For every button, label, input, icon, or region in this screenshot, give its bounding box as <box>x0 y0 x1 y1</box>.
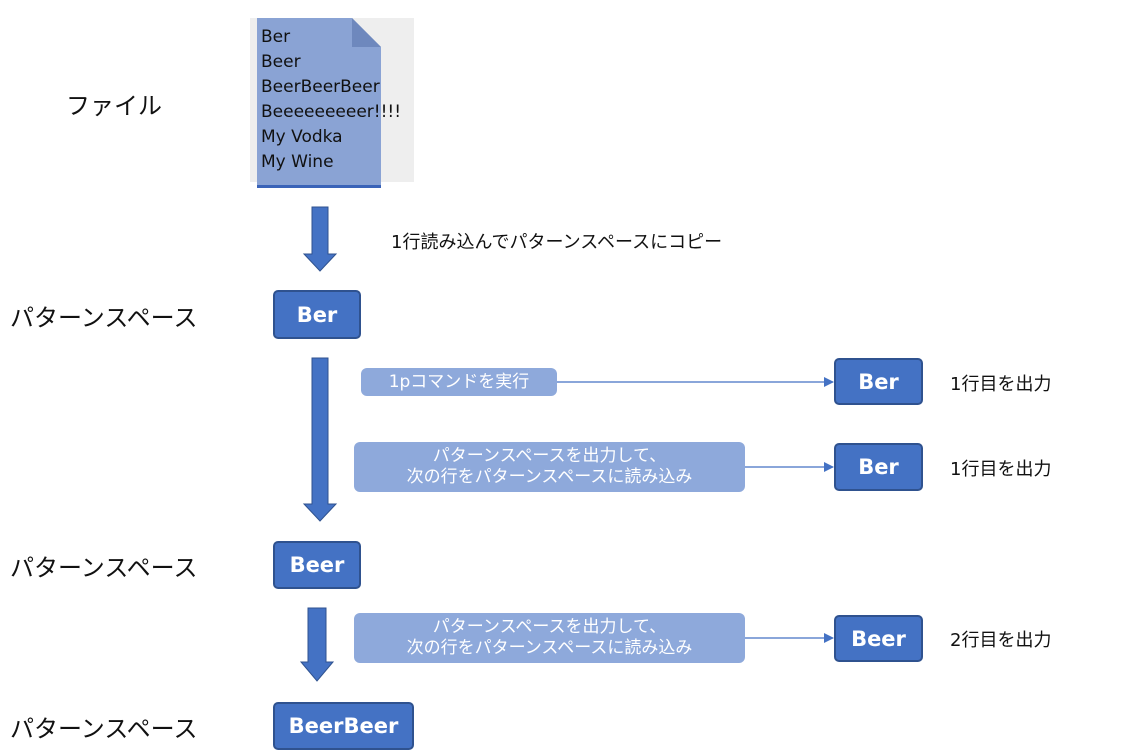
pattern-space-box-2: Beer <box>273 541 361 589</box>
file-line: Beer <box>261 52 301 72</box>
output-note-3: 2行目を出力 <box>950 630 1052 651</box>
file-line: My Vodka <box>261 127 343 147</box>
file-line: Beeeeeeeeer!!!! <box>261 102 402 122</box>
output-box-2: Ber <box>834 443 923 491</box>
command-n-1-line2: 次の行をパターンスペースに読み込み <box>406 467 693 487</box>
pattern-space-label-3: パターンスペース <box>10 715 198 743</box>
file-line: Ber <box>261 27 291 47</box>
command-n-1-line1: パターンスペースを出力して、 <box>432 446 667 466</box>
pattern-space-label-2: パターンスペース <box>10 554 198 582</box>
output-note-2: 1行目を出力 <box>950 459 1052 480</box>
file-line: My Wine <box>261 152 334 172</box>
pattern-space-box-1: Ber <box>273 290 361 339</box>
pattern-space-box-3: BeerBeer <box>273 702 414 750</box>
file-line: BeerBeerBeer <box>261 77 380 97</box>
command-1p: 1pコマンドを実行 <box>361 368 557 396</box>
pattern-space-label-1: パターンスペース <box>10 304 198 332</box>
output-note-1: 1行目を出力 <box>950 374 1052 395</box>
file-contents: Ber Beer BeerBeerBeer Beeeeeeeeer!!!! My… <box>261 25 401 175</box>
down-arrow-file-to-space <box>302 206 338 272</box>
command-n-2-line1: パターンスペースを出力して、 <box>432 617 667 637</box>
output-box-3: Beer <box>834 615 923 662</box>
down-arrow-space1-to-space2 <box>302 357 338 522</box>
command-n-1: パターンスペースを出力して、 次の行をパターンスペースに読み込み <box>354 442 745 492</box>
file-label: ファイル <box>66 92 162 120</box>
command-n-2-line2: 次の行をパターンスペースに読み込み <box>406 638 693 658</box>
command-n-2: パターンスペースを出力して、 次の行をパターンスペースに読み込み <box>354 613 745 663</box>
output-box-1: Ber <box>834 358 923 405</box>
down-arrow-space2-to-space3 <box>299 607 335 682</box>
read-line-note: 1行読み込んでパターンスペースにコピー <box>391 232 723 253</box>
